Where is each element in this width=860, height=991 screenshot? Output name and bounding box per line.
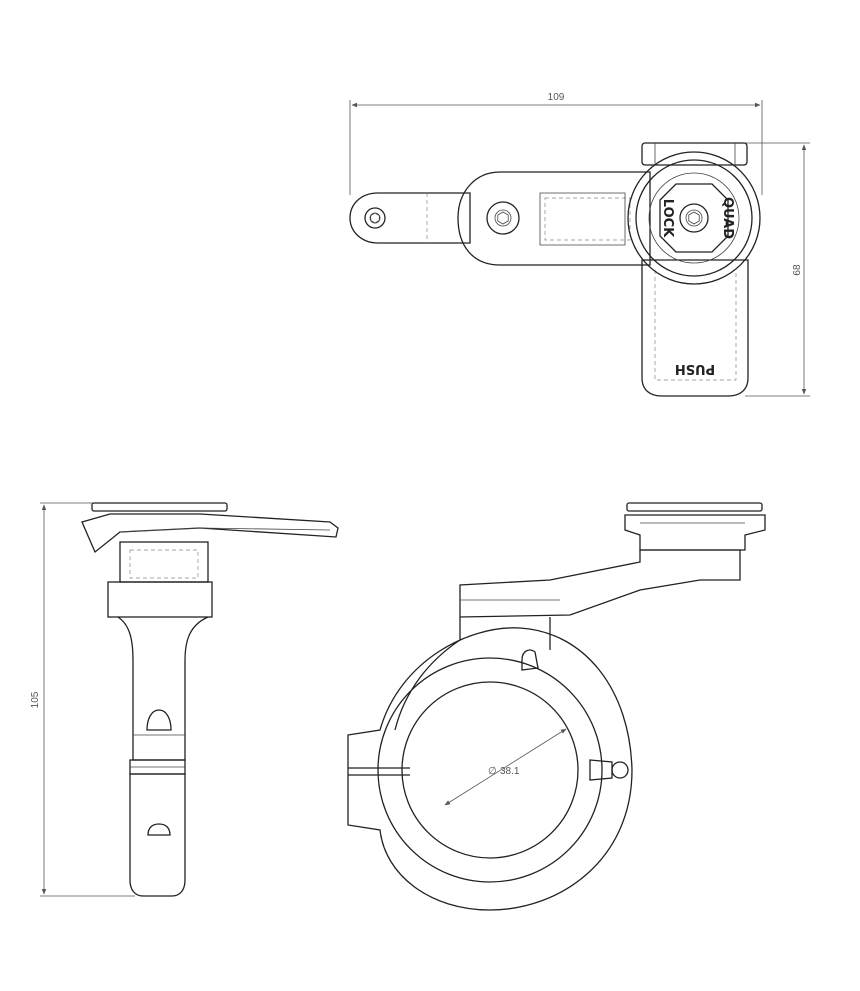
side-view: ∅ 38.1: [347, 502, 766, 911]
brand-top-label: QUAD: [720, 197, 735, 239]
main-arm-bolt-icon: [486, 201, 520, 235]
width-dimension-label: 109: [548, 92, 565, 103]
diameter-dimension-line: [444, 728, 567, 806]
release-lever: [81, 513, 339, 554]
height-dimension-label: 68: [792, 264, 803, 276]
top-view: 109 68 PUSH QUAD L: [349, 92, 810, 397]
arm-end: [349, 192, 471, 244]
arm-end-bolt-icon: [364, 207, 386, 229]
push-tab: [641, 259, 749, 397]
front-view: 105: [30, 502, 339, 897]
quad-lock-head: [627, 151, 761, 285]
bar-clamp: [347, 627, 633, 911]
brand-bottom-label: LOCK: [660, 199, 675, 238]
diameter-dimension-label: 38.1: [500, 766, 520, 777]
hinge-pin-icon: [611, 761, 629, 779]
push-label: PUSH: [675, 361, 715, 376]
side-arm: [459, 549, 741, 618]
bar-opening: [401, 681, 579, 859]
main-arm: [457, 171, 651, 266]
side-mount-head: [624, 514, 766, 551]
mount-clip: [641, 142, 748, 166]
center-bolt-icon: [679, 203, 709, 233]
side-height-dimension-label: 105: [30, 691, 41, 708]
svg-text:∅: ∅: [488, 766, 497, 777]
